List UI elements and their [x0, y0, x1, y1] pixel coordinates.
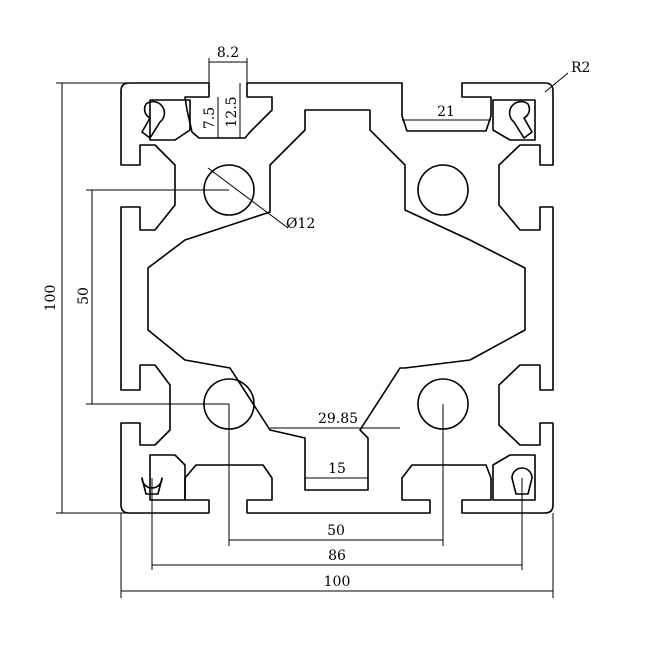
chamber-bottom-left: [149, 454, 186, 501]
label-hole-diameter: Ø12: [286, 216, 315, 232]
chamber-top-right: [492, 99, 536, 141]
dimension-lines: [56, 58, 569, 598]
label-slot-width: 21: [437, 104, 455, 120]
label-center-bottom: 15: [328, 461, 346, 477]
label-width-overall: 100: [324, 574, 351, 590]
label-center-width: 29.85: [318, 411, 358, 427]
keyhole-top-left: [141, 100, 166, 139]
center-cavity: [147, 109, 526, 491]
label-corner-radius: R2: [571, 60, 590, 76]
dimension-labels: 8.2 7.5 12.5 R2 21 Ø12 100 50 29.85 15 5…: [43, 45, 590, 590]
label-hole-spacing-vertical: 50: [76, 287, 92, 305]
keyhole-top-right: [508, 100, 533, 139]
label-slot-depth-inner: 12.5: [224, 96, 240, 127]
outer-contour: [120, 82, 554, 514]
label-height-overall: 100: [43, 285, 59, 312]
label-corner-hole-spacing: 86: [328, 548, 346, 564]
profile-outline: [120, 82, 554, 514]
label-width-top: 8.2: [217, 45, 239, 61]
keyhole-bottom-left: [141, 477, 163, 495]
chamber-bottom-right: [492, 454, 536, 501]
corner-keyholes: [141, 100, 533, 495]
label-hole-spacing-horizontal: 50: [327, 523, 345, 539]
hole-top-right: [417, 164, 469, 216]
keyhole-bottom-right: [511, 467, 533, 495]
label-slot-depth-outer: 7.5: [202, 107, 218, 129]
chamber-top-left: [149, 99, 191, 141]
